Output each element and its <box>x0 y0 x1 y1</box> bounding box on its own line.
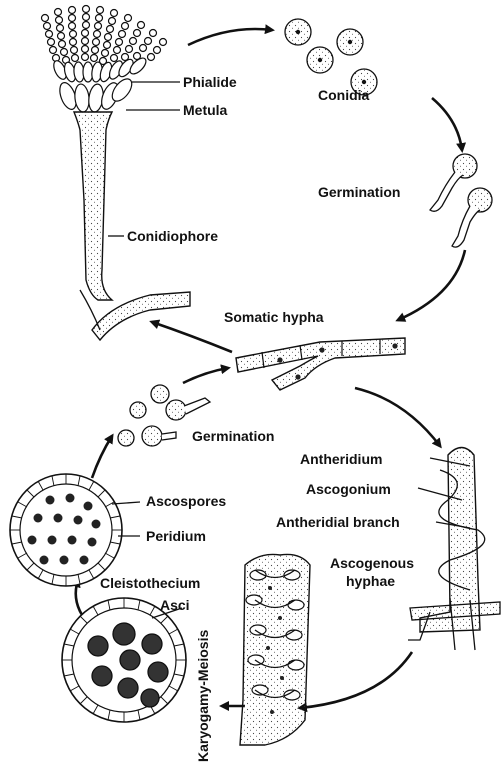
arrow-germ-to-hypha <box>183 368 228 383</box>
label-peridium: Peridium <box>146 528 206 544</box>
label-asci: Asci <box>160 597 190 613</box>
label-ascogonium: Ascogonium <box>306 481 391 497</box>
label-phialide: Phialide <box>183 74 237 90</box>
label-ascogenous-2: hyphae <box>346 573 395 589</box>
arrow-to-antheridium <box>355 388 440 446</box>
arrow-to-conidiophore <box>152 322 232 352</box>
label-metula: Metula <box>183 102 228 118</box>
spore-chains <box>42 6 167 65</box>
label-germination-top: Germination <box>318 184 400 200</box>
label-somatic-hypha: Somatic hypha <box>224 309 324 325</box>
label-ascospores: Ascospores <box>146 493 226 509</box>
asci-drawing <box>62 598 186 722</box>
conidiophore-drawing <box>42 6 191 341</box>
label-antheridial-branch: Antheridial branch <box>276 514 400 530</box>
somatic-hypha-drawing <box>236 338 405 390</box>
germinating-conidia-top <box>430 154 492 247</box>
label-antheridium: Antheridium <box>300 451 382 467</box>
label-cleistothecium: Cleistothecium <box>100 575 200 591</box>
sex-organ-drawing <box>408 448 500 651</box>
cleistothecium-drawing <box>10 474 122 586</box>
arrow-to-germination <box>432 98 462 150</box>
arrow-to-ascogenous <box>300 652 412 708</box>
arrow-to-conidia <box>188 29 272 45</box>
arrow-to-somatic <box>398 250 465 320</box>
label-ascogenous-1: Ascogenous <box>330 555 414 571</box>
label-conidiophore: Conidiophore <box>127 228 218 244</box>
ascogenous-hyphae-drawing <box>240 554 310 745</box>
conidiophore-stalk <box>74 112 112 300</box>
label-karyogamy-meiosis: Karyogamy-Meiosis <box>195 630 211 762</box>
label-conidia: Conidia <box>318 87 370 103</box>
label-germination-left: Germination <box>192 428 274 444</box>
arrow-cleisto-to-germ <box>92 436 112 478</box>
